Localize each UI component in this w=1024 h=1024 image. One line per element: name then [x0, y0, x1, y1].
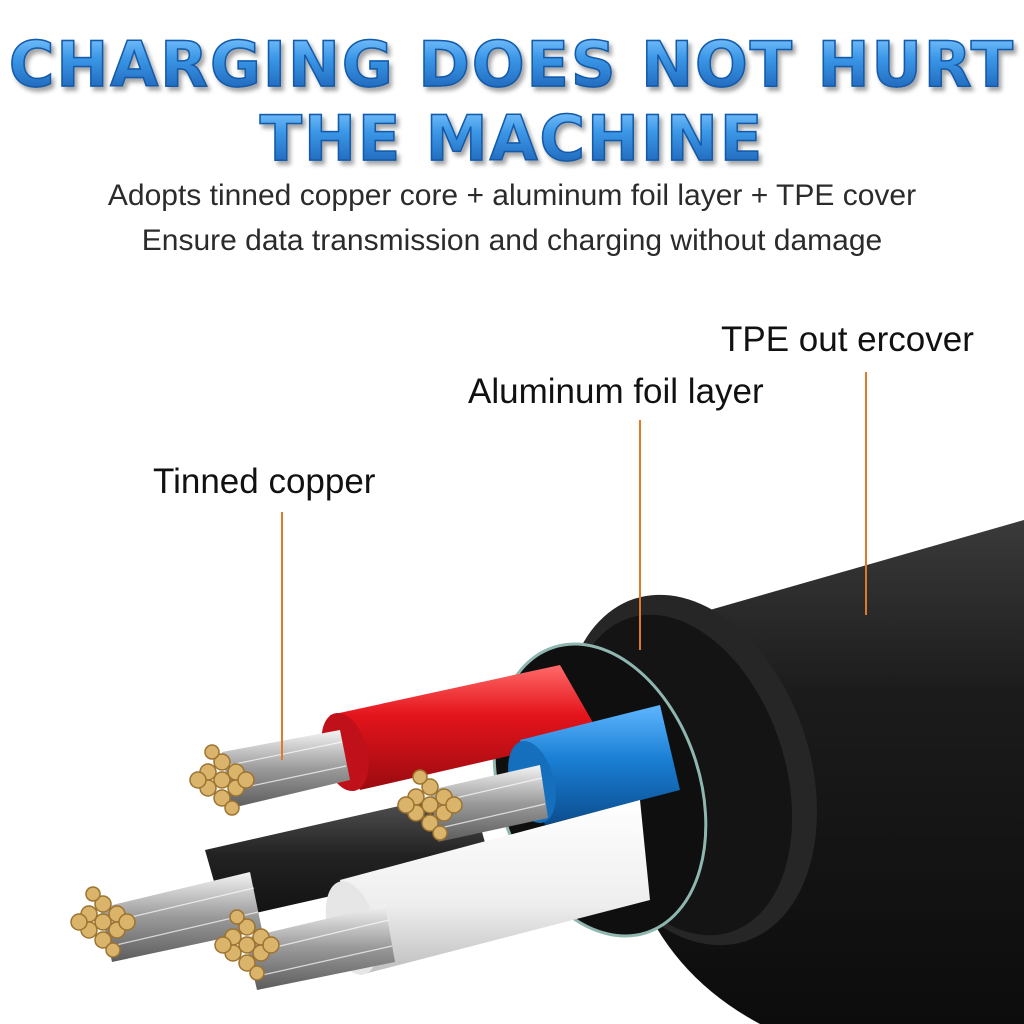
tinned-copper-strands — [100, 730, 548, 990]
black-wire — [205, 790, 490, 920]
subheadline-line-1: Adopts tinned copper core + aluminum foi… — [107, 179, 917, 212]
leader-lines — [281, 372, 867, 760]
callout-tpe-cover: TPE out ercover — [721, 320, 974, 359]
callout-aluminum-foil-layer: Aluminum foil layer — [468, 372, 764, 411]
headline-line-1: CHARGING DOES NOT HURT — [0, 33, 1024, 97]
subheadline-line-2: Ensure data transmission and charging wi… — [141, 224, 883, 257]
copper-core-ends — [70, 744, 463, 981]
callout-tinned-copper: Tinned copper — [153, 462, 376, 501]
headline-line-2: THE MACHINE — [0, 107, 1024, 171]
